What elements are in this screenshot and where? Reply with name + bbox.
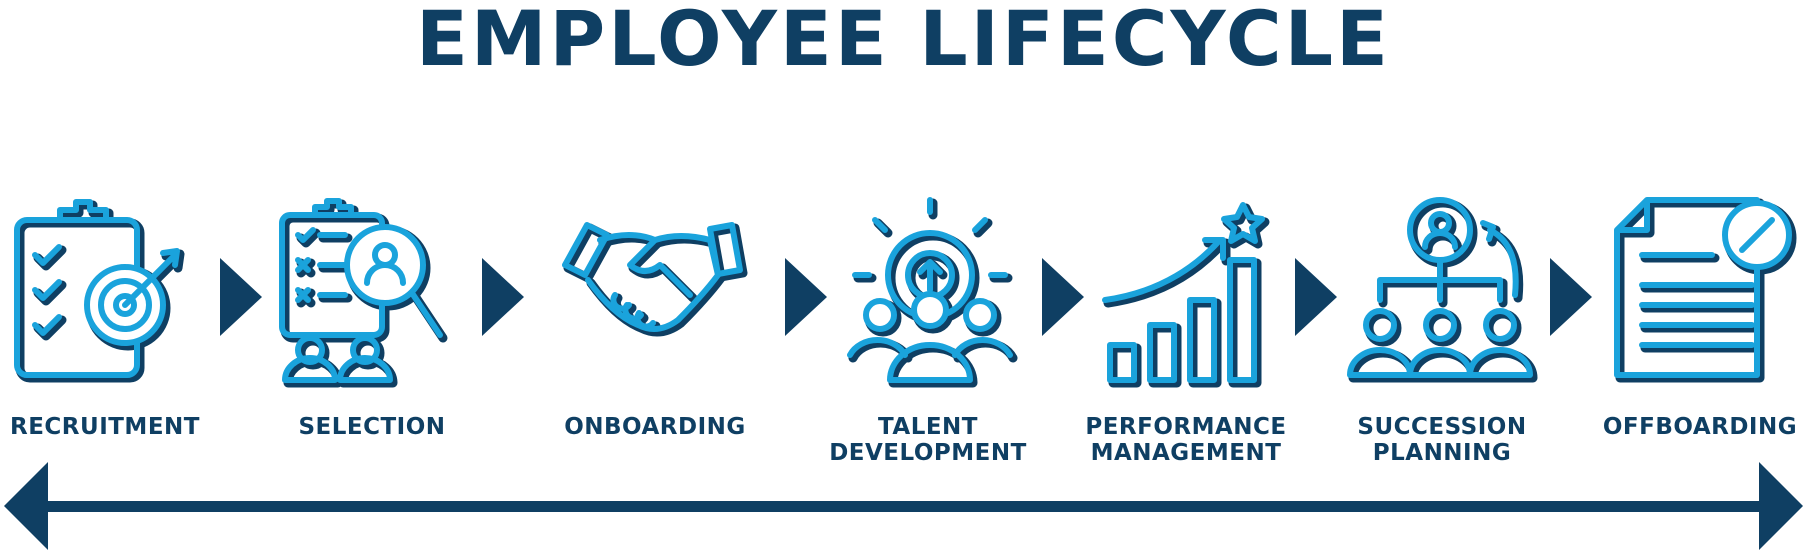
step-selection: [250, 195, 480, 388]
step-succession-planning: [1325, 195, 1555, 385]
step-onboarding: [535, 195, 765, 385]
org-chart-promotion-icon: [1347, 197, 1538, 383]
handshake-icon: [562, 222, 748, 337]
step-label-recruitment: RECRUITMENT: [10, 414, 200, 440]
step-label-selection: SELECTION: [298, 414, 446, 440]
timeline-arrow: [4, 462, 1803, 550]
step-label-performance-management: PERFORMANCE MANAGEMENT: [1066, 414, 1306, 466]
step-label-onboarding: ONBOARDING: [564, 414, 746, 440]
chevron-right-icon: [220, 258, 262, 336]
label-line: PERFORMANCE: [1085, 414, 1287, 440]
step-performance-management: [1075, 195, 1305, 388]
step-label-offboarding: OFFBOARDING: [1602, 414, 1798, 440]
diagram-title: EMPLOYEE LIFECYCLE: [416, 0, 1391, 83]
step-label-succession-planning: SUCCESSION PLANNING: [1322, 414, 1562, 466]
chevron-right-icon: [1550, 258, 1592, 336]
label-line: MANAGEMENT: [1090, 440, 1282, 466]
step-label-talent-development: TALENT DEVELOPMENT: [808, 414, 1048, 466]
step-recruitment: [0, 195, 215, 385]
document-cancel-icon: [1614, 197, 1797, 383]
label-line: TALENT: [877, 414, 978, 440]
label-line: DEVELOPMENT: [829, 440, 1027, 466]
timeline-bar: [40, 501, 1767, 512]
clipboard-target-icon: [14, 199, 185, 383]
gear-team-icon: [847, 197, 1018, 388]
step-offboarding: [1587, 195, 1807, 385]
chevron-right-icon: [482, 258, 524, 336]
arrowhead-left-icon: [4, 462, 48, 550]
label-line: SUCCESSION: [1357, 414, 1527, 440]
chevron-right-icon: [1295, 258, 1337, 336]
label-line: PLANNING: [1372, 440, 1512, 466]
step-talent-development: [815, 195, 1045, 388]
chevron-right-icon: [785, 258, 827, 336]
arrowhead-right-icon: [1759, 462, 1803, 550]
growth-chart-star-icon: [1102, 202, 1270, 388]
clipboard-magnifier-icon: [279, 198, 448, 388]
chevron-right-icon: [1042, 258, 1084, 336]
